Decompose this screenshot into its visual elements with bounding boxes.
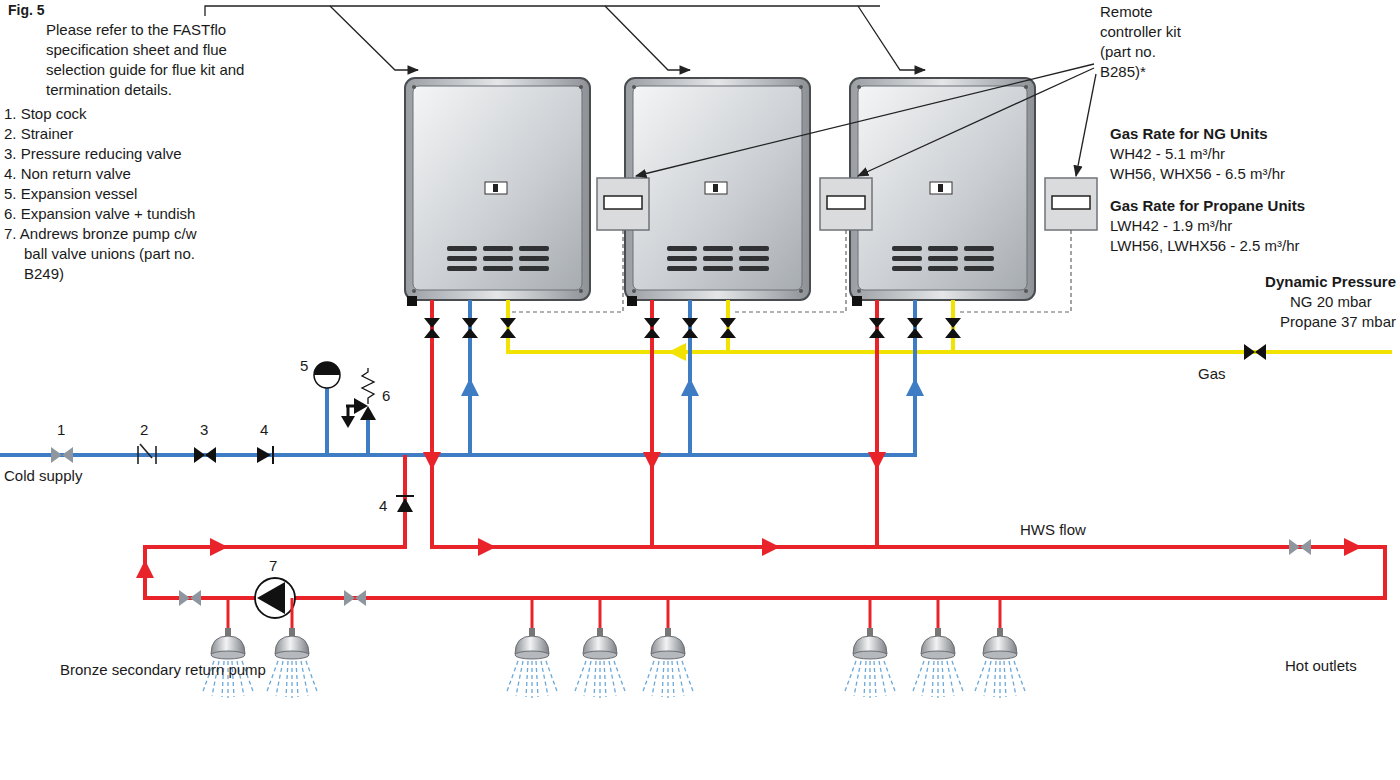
label-text: Gas (1198, 364, 1226, 384)
label-text: HWS flow (1020, 520, 1086, 540)
control-wire (512, 230, 1071, 312)
label-text: Dynamic Pressure (1265, 272, 1396, 292)
outlet-drop (228, 598, 1000, 632)
label-text: 6. Expansion valve + tundish (4, 204, 195, 224)
expansion-valve (341, 368, 376, 428)
flow-arrow (136, 452, 1362, 578)
isolation-valves (424, 318, 961, 338)
label-text: Gas Rate for Propane Units (1110, 196, 1305, 216)
callout-number: 5 (300, 356, 308, 376)
stop-cock (51, 447, 73, 463)
label-text: Remote controller kit (part no. B285)* (1100, 2, 1182, 82)
label-text: Gas Rate for NG Units (1110, 124, 1268, 144)
isolation-valve (1289, 539, 1311, 555)
label-text: NG 20 mbar (1290, 292, 1372, 312)
strainer-symbol (138, 444, 156, 464)
cold-pipe (0, 300, 917, 455)
label-text: Hot outlets (1285, 656, 1357, 676)
leader-lines (205, 6, 925, 70)
callout-number: 1 (57, 420, 65, 440)
callout-number: 4 (260, 420, 268, 440)
figure-title: Fig. 5 (8, 0, 45, 20)
callout-number: 2 (140, 420, 148, 440)
expansion-vessel (314, 362, 340, 388)
flow-arrow (461, 378, 924, 396)
label-text: LWH56, LWHX56 - 2.5 m³/hr (1110, 236, 1300, 256)
circulating-pump (255, 578, 295, 618)
label-text: 2. Strainer (4, 124, 73, 144)
pressure-reducing-valve (194, 447, 216, 463)
gas-pipe (508, 300, 1392, 352)
hot-pipe (145, 300, 1385, 598)
callout-number: 3 (200, 420, 208, 440)
flow-arrow (668, 343, 686, 361)
label-text: WH42 - 5.1 m³/hr (1110, 144, 1225, 164)
leader-lines (636, 64, 1096, 176)
label-text: Propane 37 mbar (1280, 312, 1396, 332)
label-text: Bronze secondary return pump (60, 660, 266, 680)
label-text: 5. Expansion vessel (4, 184, 137, 204)
label-text: Please refer to the FASTflo specificatio… (46, 20, 286, 100)
label-text: 3. Pressure reducing valve (4, 144, 182, 164)
label-text: WH56, WHX56 - 6.5 m³/hr (1110, 164, 1285, 184)
non-return-valve (257, 446, 273, 464)
non-return-valve (396, 496, 414, 512)
callout-number: 6 (382, 386, 390, 406)
label-text: LWH42 - 1.9 m³/hr (1110, 216, 1232, 236)
callout-number: 4 (379, 496, 387, 516)
callout-number: 7 (269, 556, 277, 576)
label-text: 1. Stop cock (4, 104, 87, 124)
label-text: 4. Non return valve (4, 164, 131, 184)
label-text: 7. Andrews bronze pump c/w ball valve un… (4, 224, 214, 284)
label-text: Cold supply (4, 466, 82, 486)
